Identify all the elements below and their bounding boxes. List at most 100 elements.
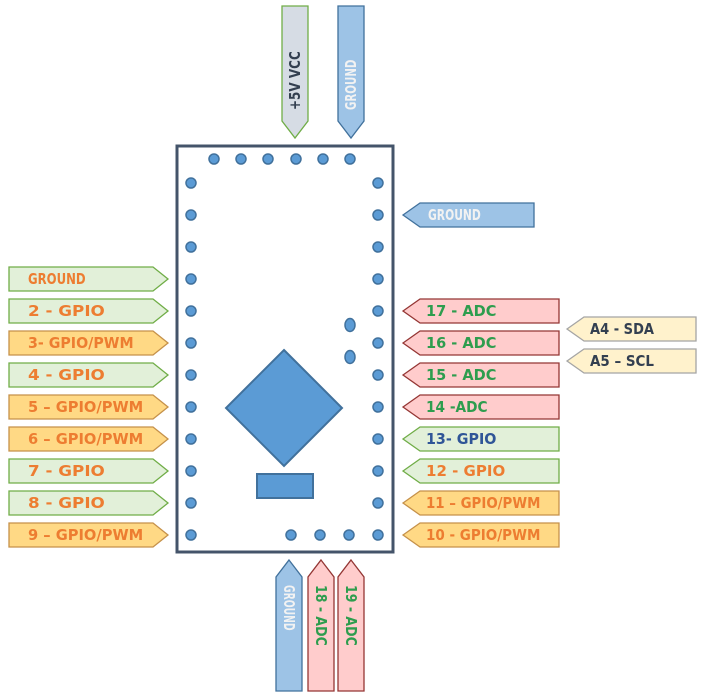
pad xyxy=(185,433,197,445)
label-arrow-shape xyxy=(8,330,170,356)
pin-labels: GROUND 2 - GPIO 3- GPIO/PWM 4 - GPIO 5 – GPI… xyxy=(8,5,697,692)
left-pin-label: 3- GPIO/PWM xyxy=(8,330,170,356)
label-arrow-shape xyxy=(401,362,560,388)
label-text: +5V VCC xyxy=(286,51,304,110)
right-pin-label: 13- GPIO xyxy=(401,426,560,452)
pad xyxy=(343,529,355,541)
pad xyxy=(262,153,274,165)
pad xyxy=(185,369,197,381)
pad xyxy=(372,401,384,413)
label-text: 12 - GPIO xyxy=(426,462,505,480)
label-arrow-shape xyxy=(401,426,560,452)
pad xyxy=(314,529,326,541)
label-arrow-shape xyxy=(8,426,170,452)
pad xyxy=(372,177,384,189)
label-arrow-shape xyxy=(337,558,365,692)
label-arrow-shape xyxy=(565,316,697,342)
pad xyxy=(372,209,384,221)
left-pin-label: 8 - GPIO xyxy=(8,490,170,516)
left-pin-label: 9 – GPIO/PWM xyxy=(8,522,170,548)
pad xyxy=(372,241,384,253)
label-text: GROUND xyxy=(280,585,298,631)
pad xyxy=(372,305,384,317)
label-arrow-shape xyxy=(8,298,170,324)
label-arrow-shape xyxy=(8,522,170,548)
label-text: 7 - GPIO xyxy=(28,462,105,480)
label-text: 11 – GPIO/PWM xyxy=(426,494,540,512)
pad xyxy=(235,153,247,165)
pad xyxy=(372,369,384,381)
label-text: 8 - GPIO xyxy=(28,494,105,512)
label-arrow-shape xyxy=(8,362,170,388)
label-arrow-shape xyxy=(401,202,535,228)
pad xyxy=(185,465,197,477)
right-pin-label: 16 - ADC xyxy=(401,330,560,356)
board xyxy=(175,144,395,554)
pad xyxy=(372,337,384,349)
board-pads xyxy=(185,153,384,541)
label-arrow-shape xyxy=(401,330,560,356)
pad xyxy=(372,433,384,445)
label-text: 2 - GPIO xyxy=(28,302,105,320)
pad xyxy=(344,349,356,365)
label-arrow-shape xyxy=(281,5,309,140)
pad xyxy=(290,153,302,165)
pad xyxy=(185,273,197,285)
pad xyxy=(317,153,329,165)
label-arrow-shape xyxy=(8,394,170,420)
label-arrow-shape xyxy=(337,5,365,140)
label-text: 18 - ADC xyxy=(312,585,330,646)
pad xyxy=(185,241,197,253)
label-text: GROUND xyxy=(28,270,86,288)
left-pin-label: 2 - GPIO xyxy=(8,298,170,324)
left-pin-label: 4 - GPIO xyxy=(8,362,170,388)
voltage-regulator xyxy=(256,473,314,499)
label-arrow-shape xyxy=(401,490,560,516)
i2c-pin-label: A5 – SCL xyxy=(565,348,697,374)
pad xyxy=(372,497,384,509)
pad xyxy=(285,529,297,541)
label-text: 14 -ADC xyxy=(426,398,488,416)
pad xyxy=(185,305,197,317)
left-pin-label: 7 - GPIO xyxy=(8,458,170,484)
left-pin-label: 5 – GPIO/PWM xyxy=(8,394,170,420)
pad xyxy=(185,529,197,541)
label-text: 6 – GPIO/PWM xyxy=(28,430,143,448)
label-text: 16 - ADC xyxy=(426,334,496,352)
label-text: A4 - SDA xyxy=(590,320,654,338)
label-text: 9 – GPIO/PWM xyxy=(28,526,143,544)
label-text: 15 - ADC xyxy=(426,366,496,384)
right-pin-label: 10 - GPIO/PWM xyxy=(401,522,560,548)
label-text: 13- GPIO xyxy=(426,430,496,448)
left-pin-label: GROUND xyxy=(8,266,170,292)
label-text: GROUND xyxy=(428,206,481,224)
top-pin-label: GROUND xyxy=(337,5,365,140)
label-arrow-shape xyxy=(8,266,170,292)
right-pin-label: 11 – GPIO/PWM xyxy=(401,490,560,516)
right-pin-label: GROUND xyxy=(401,202,535,228)
label-arrow-shape xyxy=(307,558,335,692)
pad xyxy=(185,401,197,413)
pad xyxy=(372,465,384,477)
bottom-pin-label: GROUND xyxy=(275,558,303,692)
label-arrow-shape xyxy=(565,348,697,374)
left-pin-label: 6 – GPIO/PWM xyxy=(8,426,170,452)
label-arrow-shape xyxy=(401,298,560,324)
label-arrow-shape xyxy=(275,558,303,692)
pad xyxy=(344,317,356,333)
pad xyxy=(208,153,220,165)
label-arrow-shape xyxy=(8,458,170,484)
microcontroller-chip xyxy=(224,348,344,468)
label-text: 4 - GPIO xyxy=(28,366,105,384)
label-arrow-shape xyxy=(401,458,560,484)
i2c-pin-label: A4 - SDA xyxy=(565,316,697,342)
label-text: 3- GPIO/PWM xyxy=(28,334,134,352)
pad xyxy=(372,273,384,285)
bottom-pin-label: 18 - ADC xyxy=(307,558,335,692)
label-arrow-shape xyxy=(8,490,170,516)
label-arrow-shape xyxy=(401,394,560,420)
pad xyxy=(372,529,384,541)
pad xyxy=(185,209,197,221)
